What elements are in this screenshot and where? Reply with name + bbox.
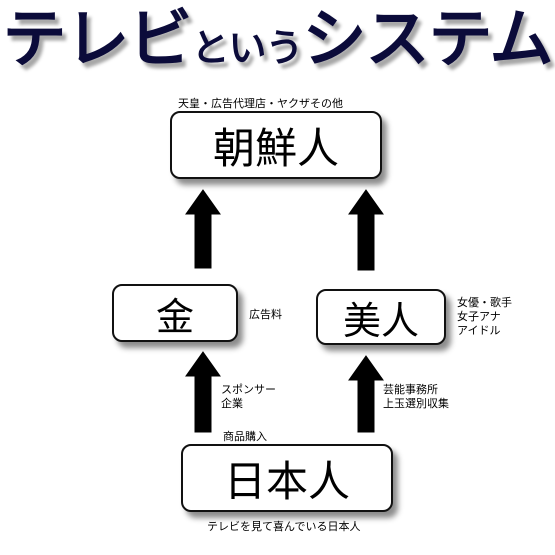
arrow-left-lower bbox=[185, 351, 221, 433]
label-sponsor: スポンサー 企業 bbox=[221, 383, 276, 410]
node-money: 金 bbox=[112, 284, 238, 342]
label-purchase: 商品購入 bbox=[223, 430, 267, 443]
label-agency: 芸能事務所 上玉選別収集 bbox=[383, 383, 449, 410]
title-part-1: テレビ bbox=[2, 3, 192, 77]
arrow-left-upper bbox=[185, 189, 221, 269]
diagram-title: テレビというシステム bbox=[0, 8, 555, 72]
bottom-caption: テレビを見て喜んでいる日本人 bbox=[207, 520, 361, 533]
node-koreans: 朝鮮人 bbox=[170, 111, 382, 179]
node-beauties: 美人 bbox=[316, 289, 446, 345]
node-japanese: 日本人 bbox=[181, 444, 393, 512]
label-actresses: 女優・歌手 女子アナ アイドル bbox=[457, 296, 512, 337]
title-part-2: という bbox=[191, 26, 303, 70]
title-part-3: システム bbox=[302, 3, 553, 77]
label-ad-fee: 広告料 bbox=[249, 308, 282, 321]
arrow-right-upper bbox=[348, 189, 384, 271]
arrow-right-lower bbox=[348, 355, 384, 433]
top-caption: 天皇・広告代理店・ヤクザその他 bbox=[178, 97, 343, 110]
